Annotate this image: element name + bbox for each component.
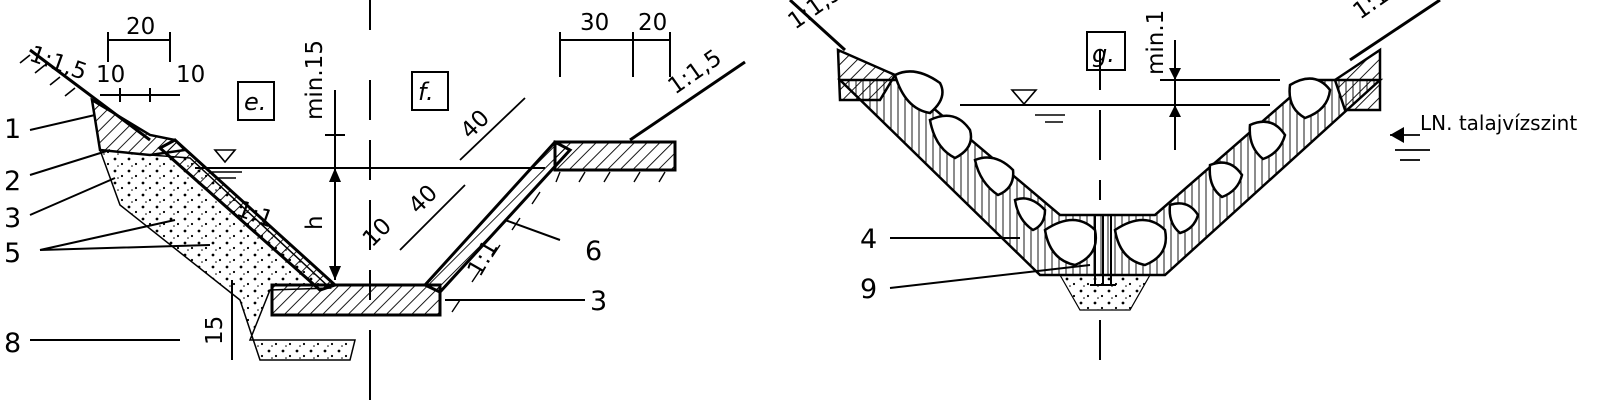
box-f	[411, 71, 449, 111]
dim-10-slab: 10	[358, 213, 397, 252]
ground-g-left	[788, 0, 847, 52]
dim-min15: min.15	[302, 40, 328, 120]
label-e: e.	[244, 88, 266, 116]
slope-g-right: 1:1,5	[1349, 0, 1412, 25]
bottom-slab	[270, 283, 442, 317]
ground-g-right	[1349, 0, 1441, 62]
slope-slab-right	[422, 140, 573, 294]
dim-top-left	[100, 32, 180, 102]
item-3b: 3	[590, 286, 607, 317]
h-dim-arrows	[329, 168, 341, 280]
coping-g-right	[1333, 47, 1382, 112]
item-9: 9	[860, 274, 877, 305]
label-g: g.	[1092, 40, 1115, 68]
drain-pipe	[1090, 215, 1116, 286]
groundwater-arrow	[1390, 127, 1404, 143]
dim-40-upper	[459, 97, 526, 161]
section-e-f	[19, 0, 746, 400]
dim-h: h	[302, 215, 328, 230]
ground-line-right	[629, 60, 746, 142]
dim-min-g-text: min.1	[1143, 10, 1169, 75]
leader-lines-left	[29, 114, 585, 341]
coping-g-left	[836, 48, 897, 102]
item-3: 3	[4, 203, 21, 234]
item-2: 2	[4, 166, 21, 197]
box-g	[1086, 31, 1126, 71]
leader-lines-g	[889, 237, 1091, 289]
groundwater-label: LN. talajvízszint	[1420, 111, 1577, 135]
box-e	[237, 81, 275, 121]
item-1: 1	[4, 114, 21, 145]
item-4: 4	[860, 224, 877, 255]
stones-bottom	[1043, 218, 1168, 267]
item-8: 8	[4, 328, 21, 359]
slope-g-left: 1:1,5	[784, 0, 847, 35]
coping-right	[553, 140, 677, 172]
water-symbol-g	[1010, 89, 1065, 123]
dim-40-lower	[399, 184, 466, 251]
item-6: 6	[585, 236, 602, 267]
dim-10-right: 10	[176, 62, 205, 88]
water-symbol-e	[212, 149, 242, 179]
groundwater-symbol	[1390, 134, 1430, 161]
dim-15-bottom: 15	[202, 316, 228, 345]
dim-min-g	[1160, 40, 1280, 150]
dim-min-g-arrows	[1169, 68, 1181, 117]
slope-right-top: 1:1,5	[664, 45, 727, 100]
dim-20b: 20	[638, 10, 667, 36]
ground-hatch-left	[19, 54, 76, 97]
section-g	[788, 0, 1441, 360]
dim-10-left: 10	[96, 62, 125, 88]
stones-right	[1168, 77, 1332, 235]
dim-20-top: 20	[126, 14, 155, 40]
dim-top-right	[559, 32, 671, 77]
label-f: f.	[418, 78, 434, 106]
dim-30: 30	[580, 10, 609, 36]
stones-left	[893, 70, 1047, 232]
item-5: 5	[4, 238, 21, 269]
drain-gravel	[1058, 274, 1152, 311]
dim-40a: 40	[456, 105, 495, 144]
h-dim-line	[325, 90, 345, 280]
